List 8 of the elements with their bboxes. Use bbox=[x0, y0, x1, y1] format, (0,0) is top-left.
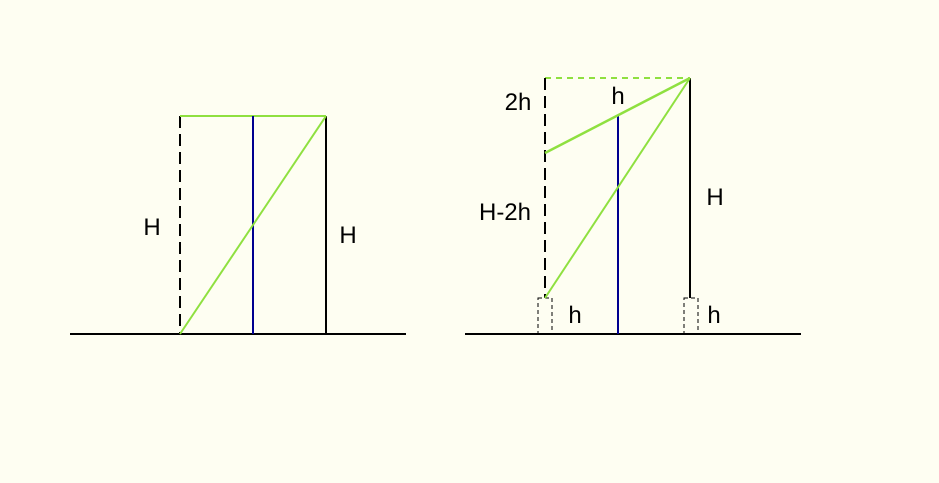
dimension-label: 2h bbox=[504, 91, 532, 115]
dimension-label: h bbox=[611, 85, 625, 109]
dimension-label: H-2h bbox=[478, 201, 532, 225]
dimension-label: h bbox=[707, 304, 721, 328]
dimension-label: h bbox=[568, 304, 582, 328]
dimension-label: H bbox=[339, 224, 357, 248]
dimension-label: H bbox=[706, 186, 724, 210]
dimension-label: H bbox=[143, 216, 161, 240]
